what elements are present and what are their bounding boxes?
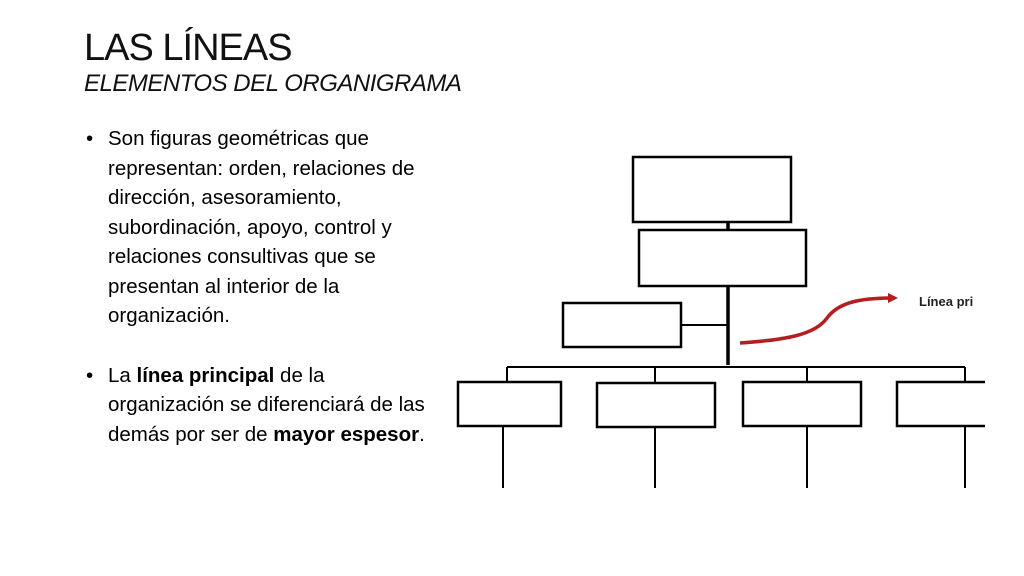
title-block: LAS LÍNEAS ELEMENTOS DEL ORGANIGRAMA [84,26,462,98]
org-box-bottom-3 [741,380,863,428]
bullet-text-mid: de la organización se diferenciará de la… [108,363,425,446]
bullet-bold-main-line: línea principal [136,363,275,387]
bullet-bold-thickness: mayor espesor [273,422,420,446]
slide-subtitle: ELEMENTOS DEL ORGANIGRAMA [84,70,462,97]
red-arrow [739,293,898,345]
org-box-bottom-4 [895,380,985,428]
org-box-staff [561,301,683,349]
org-box-second [637,228,808,288]
slide-title: LAS LÍNEAS [84,27,293,69]
arrow-label: Línea pri [919,294,973,309]
org-box-bottom-1 [456,380,563,428]
bullet-text-post: . [419,422,425,446]
org-box-bottom-2 [595,381,717,429]
bullet-item-main-line: La línea principal de la organización se… [86,361,426,450]
org-box-top [631,155,793,224]
bullet-text-pre: La [108,363,137,387]
bullet-list: Son figuras geométricas que representan:… [86,124,426,449]
bullet-text: Son figuras geométricas que representan:… [108,127,415,327]
bullet-item-definition: Son figuras geométricas que representan:… [86,124,426,331]
org-chart-diagram: Línea pri [456,155,985,488]
